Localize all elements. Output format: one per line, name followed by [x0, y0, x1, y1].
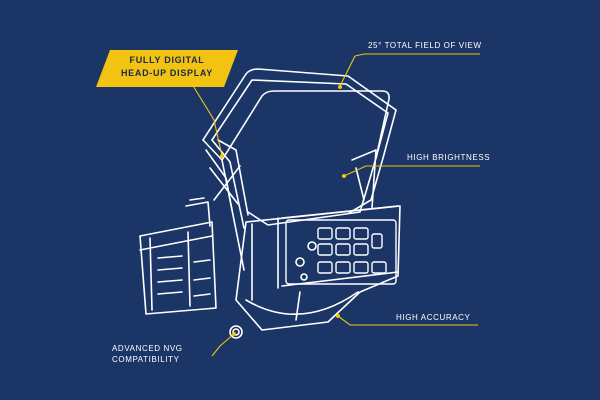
- callout-highlight: [96, 50, 238, 87]
- callout-hud-label: FULLY DIGITAL HEAD-UP DISPLAY: [110, 54, 224, 80]
- callout-line2: HEAD-UP DISPLAY: [120, 68, 214, 78]
- leader-hud: [191, 83, 223, 157]
- rear-combiner-frame: [202, 68, 397, 214]
- side-electronics-box: [139, 221, 217, 315]
- label-field-of-view: 25° TOTAL FIELD OF VIEW: [368, 41, 482, 50]
- right-support-frame: [351, 149, 377, 209]
- leader-accuracy: [337, 315, 478, 326]
- label-nvg-line2: COMPATIBILITY: [112, 355, 180, 364]
- label-nvg: ADVANCED NVG COMPATIBILITY: [112, 343, 183, 365]
- leader-nvg: [211, 333, 235, 357]
- label-high-accuracy: HIGH ACCURACY: [396, 313, 471, 322]
- label-high-brightness: HIGH BRIGHTNESS: [407, 153, 491, 162]
- label-nvg-line1: ADVANCED NVG: [112, 344, 183, 353]
- callout-line1: FULLY DIGITAL: [129, 55, 205, 65]
- control-keypad: [285, 219, 397, 285]
- leader-brightness: [343, 165, 480, 177]
- front-combiner-glass: [221, 90, 390, 226]
- leader-fov: [339, 53, 480, 87]
- hud-housing: [235, 205, 401, 331]
